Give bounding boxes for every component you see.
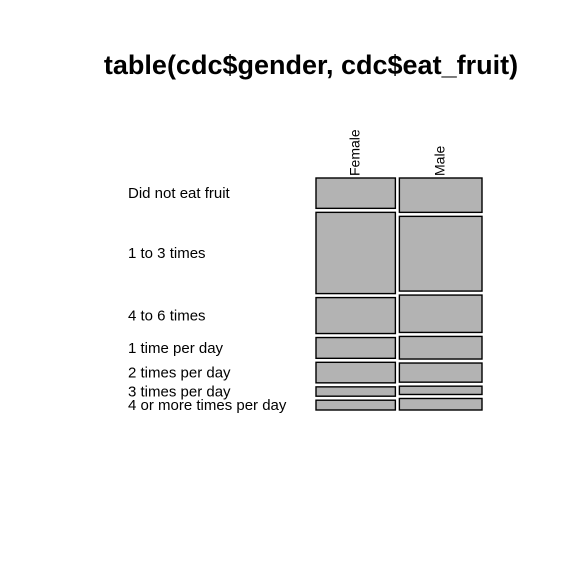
tile-male-4 xyxy=(398,335,483,360)
row-labels: Did not eat fruit 1 to 3 times 4 to 6 time… xyxy=(128,185,287,414)
tile-male-1 xyxy=(398,177,483,214)
tile-male-5 xyxy=(398,362,483,383)
column-label-female: Female xyxy=(347,129,363,176)
tile-female-7 xyxy=(315,399,397,411)
chart-title: table(cdc$gender, cdc$eat_fruit) xyxy=(104,50,518,80)
row-label-3: 4 to 6 times xyxy=(128,308,206,325)
tile-female-4 xyxy=(315,336,397,360)
column-label-male: Male xyxy=(432,145,448,176)
row-label-6: 3 times per day xyxy=(128,384,231,401)
tile-male-7 xyxy=(398,397,483,411)
tile-female-5 xyxy=(315,361,397,384)
row-label-4: 1 time per day xyxy=(128,340,224,357)
tile-female-6 xyxy=(315,386,397,397)
tile-female-1 xyxy=(315,177,397,210)
row-label-2: 1 to 3 times xyxy=(128,245,206,262)
tile-male-3 xyxy=(398,294,483,334)
tile-female-3 xyxy=(315,296,397,335)
row-label-5: 2 times per day xyxy=(128,365,231,382)
column-labels: Female Male xyxy=(347,129,448,176)
row-label-1: Did not eat fruit xyxy=(128,185,231,202)
tile-female-2 xyxy=(315,211,397,295)
mosaic-tiles xyxy=(315,177,483,411)
tile-male-6 xyxy=(398,385,483,396)
row-label-7: 4 or more times per day xyxy=(128,397,287,414)
tile-male-2 xyxy=(398,215,483,292)
